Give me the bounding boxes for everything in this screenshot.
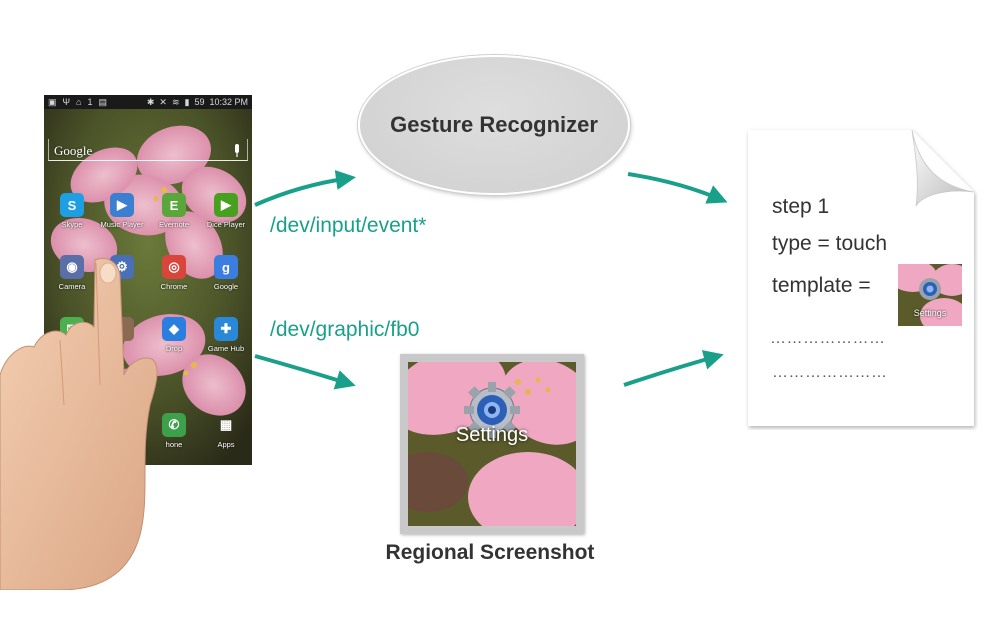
script-document	[748, 129, 975, 426]
music-player-icon: ▶	[110, 193, 134, 217]
thumbnail-settings-label: Settings	[913, 308, 947, 318]
skype-icon: S	[60, 193, 84, 217]
app-skype[interactable]: S Skype	[46, 193, 98, 229]
app-camera[interactable]: ◉ Camera	[46, 255, 98, 291]
thumbnail-flower-background	[898, 264, 962, 326]
gesture-recognizer-title: Gesture Recognizer	[390, 112, 598, 137]
app-label: Apps	[217, 440, 235, 449]
google-search-widget[interactable]	[48, 139, 248, 161]
mute-icon: ✕	[159, 96, 167, 107]
app-chrome[interactable]: ◎ Chrome	[148, 255, 200, 291]
chrome-icon: ◎	[162, 255, 186, 279]
app-music-player[interactable]: ▶ Music Player	[96, 193, 148, 229]
notification-icon: ▣	[48, 96, 57, 107]
wifi-icon: ⌂	[76, 97, 82, 107]
bluetooth-icon: ✱	[146, 96, 155, 107]
document-ellipsis-line-1: …………………	[770, 330, 886, 347]
camera-icon: ◉	[60, 255, 84, 279]
document-ellipsis-line-2: …………………	[772, 364, 888, 381]
gesture-recognizer-node: Gesture Recognizer	[358, 55, 630, 195]
input-event-path-label: /dev/input/event*	[270, 214, 427, 237]
framebuffer-path-label: /dev/graphic/fb0	[270, 318, 420, 341]
app-dropbox[interactable]: ◆ Drop	[148, 317, 200, 353]
app-dice-player[interactable]: ▶ Dice Player	[200, 193, 252, 229]
microphone-icon[interactable]	[232, 144, 242, 158]
app-phone[interactable]: ✆ hone	[148, 413, 200, 449]
app-label: Music Player	[100, 220, 144, 229]
regional-screenshot-frame: Settings	[400, 354, 584, 534]
google-plus-icon: g	[214, 255, 238, 279]
app-label: Drop	[165, 344, 183, 353]
signal-wifi-icon: ≋	[171, 96, 180, 107]
arrow-screenshot-to-document	[623, 350, 724, 387]
document-type-line: type = touch	[772, 232, 887, 255]
regional-screenshot-title: Regional Screenshot	[385, 541, 595, 564]
battery-level: 59	[194, 97, 205, 107]
settings-gear-icon	[464, 382, 520, 438]
document-step-line: step 1	[772, 195, 830, 218]
app-evernote[interactable]: E Evernote	[148, 193, 200, 229]
apps-grid-icon: ▦	[219, 417, 233, 432]
save-icon: ▤	[98, 96, 108, 107]
document-template-line: template =	[772, 274, 871, 297]
notification-count: 1	[87, 97, 93, 107]
app-label: Camera	[58, 282, 86, 291]
dice-player-icon: ▶	[214, 193, 238, 217]
template-thumbnail: Settings	[898, 264, 962, 326]
app-game-hub[interactable]: ✚ Game Hub	[200, 317, 252, 353]
arrow-phone-to-screenshot	[254, 354, 356, 390]
phone-icon: ✆	[162, 413, 186, 437]
screenshot-flower-background	[408, 362, 576, 526]
phone-screen: ▣ Ψ ⌂ 1 ▤ ✱ ✕ ≋ ▮ 59 10:32 PM Google S Sk…	[44, 95, 252, 465]
evernote-icon: E	[162, 193, 186, 217]
dropbox-icon: ◆	[162, 317, 186, 341]
app-label: Chrome	[160, 282, 188, 291]
app-label: Game Hub	[207, 344, 245, 353]
settings-caption: Settings	[455, 424, 529, 446]
app-label: hone	[165, 440, 183, 449]
app-label: Google	[213, 282, 239, 291]
clock: 10:32 PM	[209, 97, 248, 107]
app-apps-grid[interactable]: ▦ Apps	[200, 413, 252, 449]
signal-bars-icon: ▮	[184, 96, 190, 107]
regional-screenshot-image: Settings	[408, 362, 576, 526]
game-hub-icon: ✚	[214, 317, 238, 341]
app-label: Dice Player	[206, 220, 246, 229]
app-label: Evernote	[158, 220, 190, 229]
arrow-recognizer-to-document	[627, 172, 728, 204]
google-brand-text: Google	[54, 143, 93, 158]
usb-icon: Ψ	[62, 97, 71, 107]
status-bar: ▣ Ψ ⌂ 1 ▤ ✱ ✕ ≋ ▮ 59 10:32 PM	[44, 95, 252, 109]
app-label: Skype	[61, 220, 83, 229]
arrow-phone-to-recognizer	[254, 170, 356, 207]
hand-illustration	[0, 258, 158, 590]
